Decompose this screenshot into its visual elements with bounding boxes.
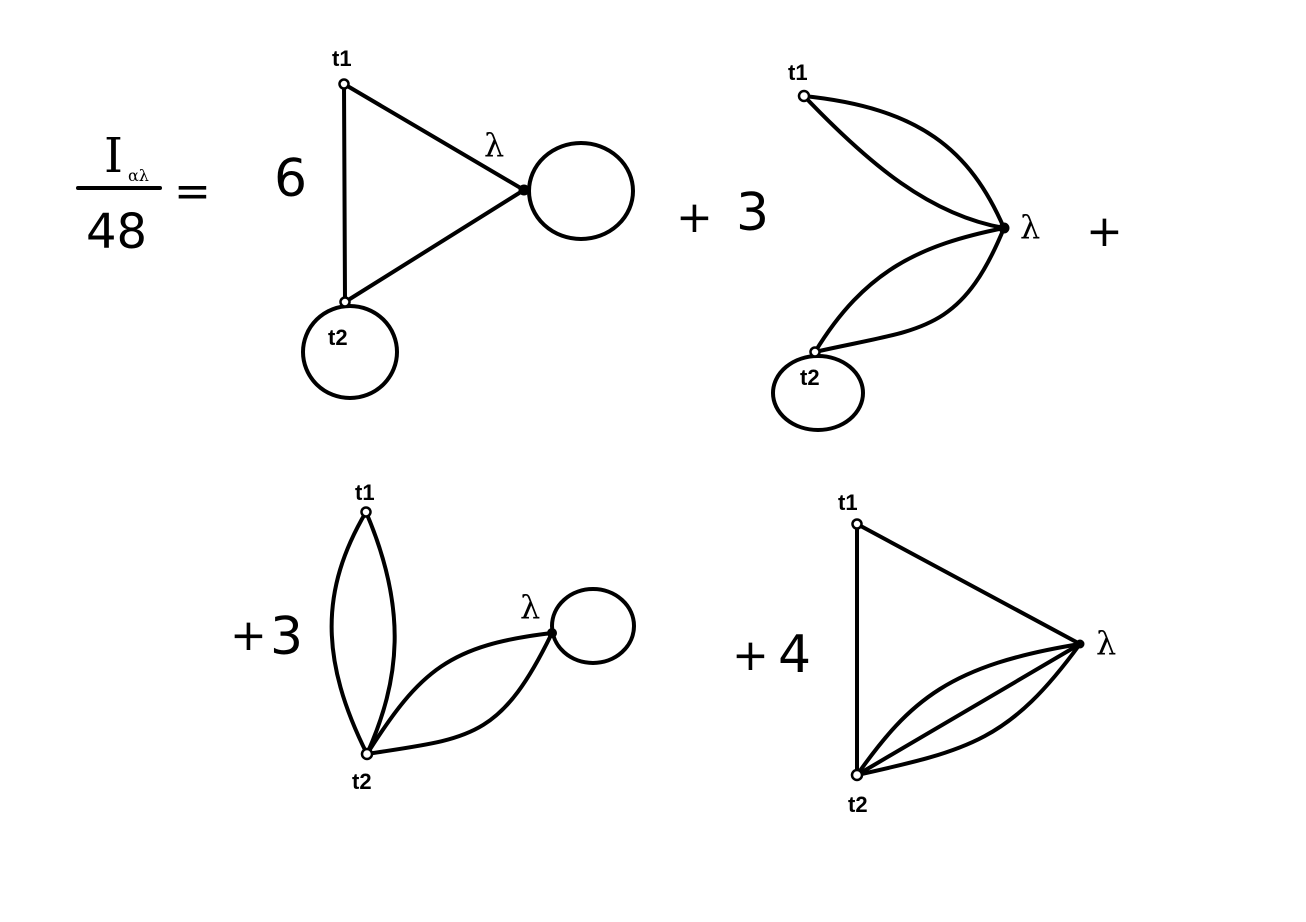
term-3-edge-t1-t2-a xyxy=(329,510,369,756)
term-1-vertex-lambda xyxy=(518,184,530,196)
term-2-edge-t2-lambda-b xyxy=(813,226,1006,354)
term-1-vertex-t1 xyxy=(338,78,350,90)
term-2-vertex-lambda xyxy=(998,222,1010,234)
term-2-vertex-t2 xyxy=(809,346,821,358)
fraction-numerator-subscript: αλ xyxy=(128,166,149,185)
equals-sign: = xyxy=(174,166,211,217)
term-3: + 3 t1 t2 λ xyxy=(230,480,636,794)
term-1-edge-t2-lambda xyxy=(343,188,526,304)
fraction-denominator: 48 xyxy=(86,204,147,260)
term-1-t2-loop xyxy=(301,304,399,400)
term-3-edge-t2-lambda-a xyxy=(365,631,554,756)
term-4-edge-t2-lambda-c xyxy=(855,642,1082,777)
term-3-edge-t1-t2-b xyxy=(364,510,397,756)
term-1-plus-sign: + xyxy=(676,192,713,243)
term-4-label-t1: t1 xyxy=(838,490,858,515)
term-1-label-t2: t2 xyxy=(328,325,348,350)
term-3-edge-t2-lambda-b xyxy=(365,631,554,756)
term-4-vertex-lambda xyxy=(1075,639,1085,649)
lhs-fraction: I αλ 48 = xyxy=(76,128,211,260)
term-2: 3 t1 t2 λ + xyxy=(736,60,1123,432)
term-3-lambda-loop xyxy=(550,587,636,665)
term-2-label-t2: t2 xyxy=(800,365,820,390)
term-2-edge-t1-lambda-b xyxy=(802,94,1006,230)
term-2-plus-sign: + xyxy=(1086,206,1123,257)
term-3-vertex-lambda xyxy=(547,628,557,638)
term-2-label-t1: t1 xyxy=(788,60,808,85)
term-4-edge-t2-lambda-a xyxy=(855,642,1082,777)
term-1-vertex-t2 xyxy=(339,296,351,308)
term-4-edge-t1-lambda xyxy=(855,522,1082,646)
term-2-edge-t1-lambda-a xyxy=(802,94,1006,230)
term-4-coefficient: 4 xyxy=(778,625,811,685)
term-4: + 4 t1 t2 λ xyxy=(732,490,1116,817)
term-3-sign: + xyxy=(230,610,267,661)
term-2-coefficient: 3 xyxy=(736,183,769,243)
term-3-vertex-t1 xyxy=(360,506,372,518)
term-1-coefficient: 6 xyxy=(274,149,307,209)
term-1-lambda-loop xyxy=(527,141,635,241)
term-1: 6 t1 t2 λ + xyxy=(274,46,713,400)
term-3-label-lambda: λ xyxy=(520,588,540,626)
term-4-vertex-t1 xyxy=(851,518,863,530)
term-4-edge-t2-lambda-b xyxy=(855,642,1082,777)
term-1-edge-t1-lambda xyxy=(342,82,526,192)
fraction-numerator: I xyxy=(104,128,123,184)
term-3-label-t2: t2 xyxy=(352,769,372,794)
term-3-label-t1: t1 xyxy=(355,480,375,505)
term-1-edge-t1-t2 xyxy=(342,82,347,304)
term-2-vertex-t1 xyxy=(797,89,811,103)
term-2-edge-t2-lambda-a xyxy=(813,226,1006,354)
term-4-label-t2: t2 xyxy=(848,792,868,817)
term-1-label-lambda: λ xyxy=(484,126,504,164)
term-3-vertex-t2 xyxy=(360,747,374,761)
term-4-sign: + xyxy=(732,630,769,681)
term-1-label-t1: t1 xyxy=(332,46,352,71)
term-2-label-lambda: λ xyxy=(1020,208,1040,246)
term-4-label-lambda: λ xyxy=(1096,624,1116,662)
term-4-vertex-t2 xyxy=(850,768,864,782)
term-3-coefficient: 3 xyxy=(270,607,303,667)
